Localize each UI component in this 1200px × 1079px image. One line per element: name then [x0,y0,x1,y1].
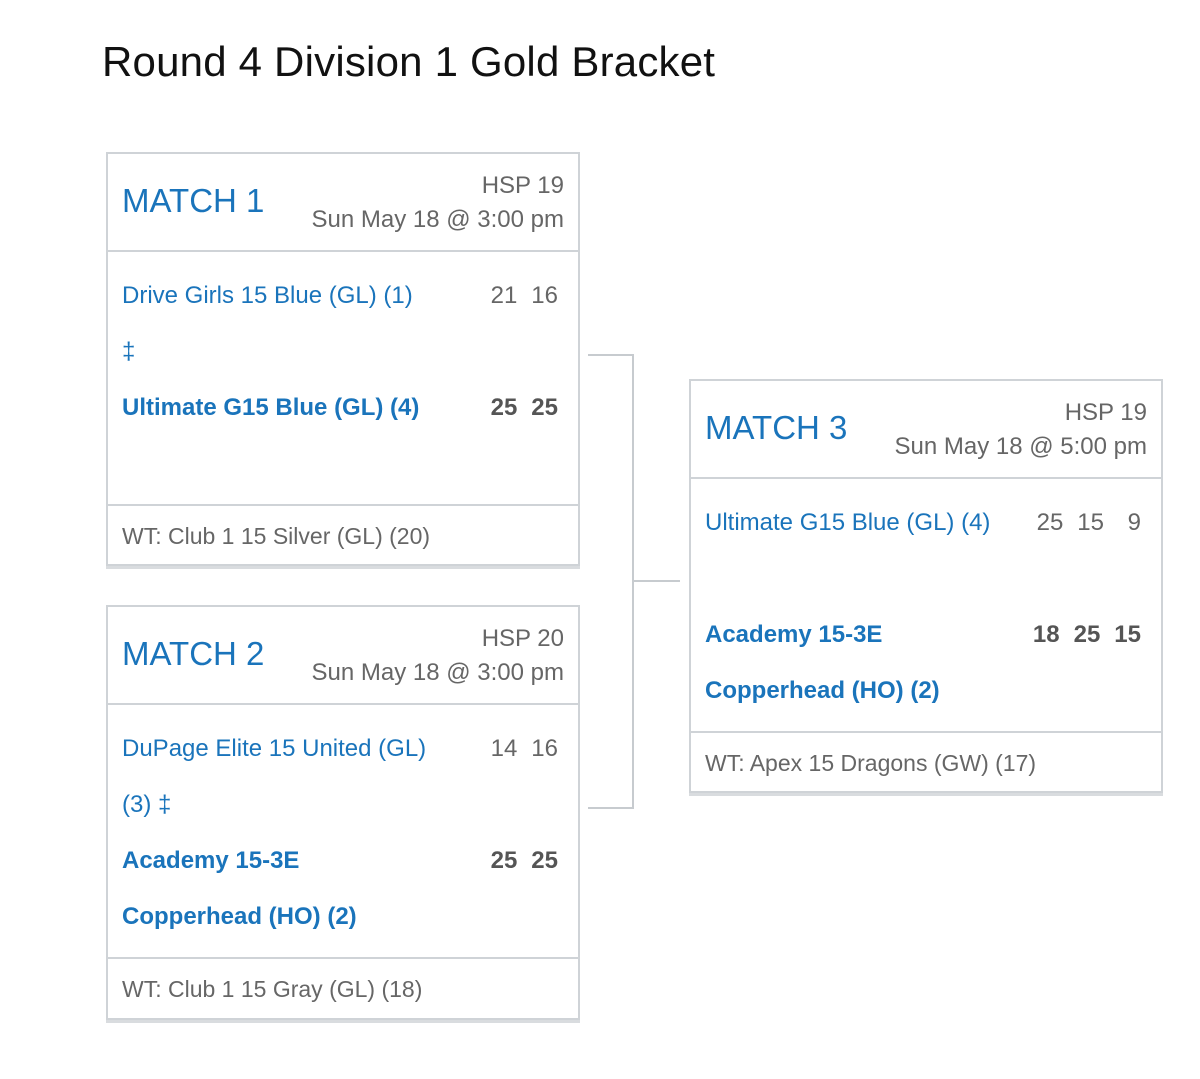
set-score: 9 [1127,509,1141,536]
match-datetime: Sun May 18 @ 3:00 pm [311,206,565,233]
set-score: 16 [531,282,558,309]
court-label: HSP 19 [481,172,564,199]
match-card-2: MATCH 2 HSP 20 Sun May 18 @ 3:00 pm DuPa… [106,605,580,1020]
team-name-link[interactable]: Ultimate G15 Blue (GL) (4) [705,509,991,536]
set-score: 16 [531,735,558,762]
set-score: 21 [490,282,518,309]
team-name-link[interactable]: Ultimate G15 Blue (GL) (4) [122,394,420,421]
match-card-3: MATCH 3 HSP 19 Sun May 18 @ 5:00 pm Ulti… [689,379,1163,793]
set-score: 25 [531,394,558,421]
bracket-connector-m1 [588,354,634,356]
set-score: 25 [490,847,518,874]
set-score: 15 [1077,509,1104,536]
team-row: DuPage Elite 15 United (GL) (3) ‡ 14 16 [122,721,564,833]
team-scores: 21 16 [491,268,558,324]
team-row-winner: Ultimate G15 Blue (GL) (4) 25 25 [122,380,564,492]
set-score: 25 [1036,509,1064,536]
team-scores: 14 16 [491,721,558,777]
team-name-link[interactable]: DuPage Elite 15 United (GL) (3) ‡ [122,735,427,818]
team-scores: 25 25 [491,833,558,889]
set-score: 25 [1073,621,1101,648]
match-header: MATCH 3 HSP 19 Sun May 18 @ 5:00 pm [691,381,1161,479]
page-title: Round 4 Division 1 Gold Bracket [102,38,716,85]
set-score: 18 [1032,621,1060,648]
match-teams: Ultimate G15 Blue (GL) (4) 25 15 9 Acade… [691,479,1161,733]
team-name-link[interactable]: Drive Girls 15 Blue (GL) (1) ‡ [122,282,413,365]
team-row: Drive Girls 15 Blue (GL) (1) ‡ 21 16 [122,268,564,380]
match-title-link[interactable]: MATCH 3 [705,409,848,446]
match-card-1: MATCH 1 HSP 19 Sun May 18 @ 3:00 pm Driv… [106,152,580,566]
set-score: 25 [531,847,558,874]
court-label: HSP 20 [481,625,564,652]
match-header: MATCH 2 HSP 20 Sun May 18 @ 3:00 pm [108,607,578,705]
set-score: 14 [490,735,518,762]
team-scores: 18 25 15 [1033,607,1141,663]
match-datetime: Sun May 18 @ 5:00 pm [894,433,1148,460]
work-team-label: WT: Club 1 15 Gray (GL) (18) [122,976,423,1002]
team-row: Ultimate G15 Blue (GL) (4) 25 15 9 [705,495,1147,607]
team-name-link[interactable]: Academy 15-3E Copperhead (HO) (2) [122,847,357,930]
set-score: 25 [490,394,518,421]
work-team-label: WT: Club 1 15 Silver (GL) (20) [122,523,431,549]
court-label: HSP 19 [1064,399,1147,426]
match-header: MATCH 1 HSP 19 Sun May 18 @ 3:00 pm [108,154,578,252]
team-scores: 25 25 [491,380,558,436]
bracket-connector-m2 [588,807,634,809]
match-teams: Drive Girls 15 Blue (GL) (1) ‡ 21 16 Ult… [108,252,578,506]
match-teams: DuPage Elite 15 United (GL) (3) ‡ 14 16 … [108,705,578,959]
team-scores: 25 15 9 [1037,495,1141,551]
match-title-link[interactable]: MATCH 1 [122,182,265,219]
set-score: 15 [1114,621,1141,648]
team-name-link[interactable]: Academy 15-3E Copperhead (HO) (2) [705,621,940,704]
team-row-winner: Academy 15-3E Copperhead (HO) (2) 18 25 … [705,607,1147,719]
work-team-label: WT: Apex 15 Dragons (GW) (17) [705,750,1037,776]
match-datetime: Sun May 18 @ 3:00 pm [311,659,565,686]
team-row-winner: Academy 15-3E Copperhead (HO) (2) 25 25 [122,833,564,945]
bracket-connector-m3 [632,580,680,582]
match-title-link[interactable]: MATCH 2 [122,635,265,672]
